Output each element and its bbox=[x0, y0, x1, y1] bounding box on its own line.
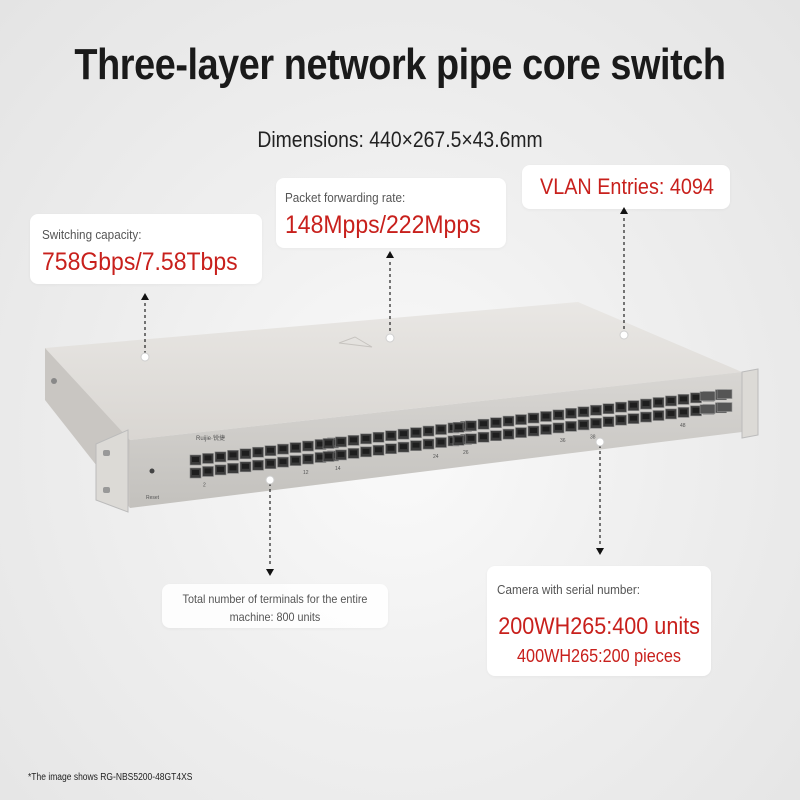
vlan-card: VLAN Entries: 4094 bbox=[522, 165, 730, 209]
forwarding-rate-card: Packet forwarding rate: 148Mpps/222Mpps bbox=[276, 178, 506, 248]
brand-logo: Ruijie·锐捷 bbox=[196, 434, 225, 442]
terminals-line1: Total number of terminals for the entire bbox=[182, 592, 368, 606]
reset-button bbox=[149, 468, 155, 474]
port-number-label: 48 bbox=[680, 423, 686, 429]
rack-ear-right bbox=[741, 368, 759, 439]
chassis-top bbox=[45, 302, 742, 440]
port-number-label: 2 bbox=[203, 482, 206, 488]
port-number-label: 14 bbox=[335, 466, 341, 472]
switching-capacity-value: 758Gbps/7.58Tbps bbox=[42, 248, 238, 276]
switching-capacity-card: Switching capacity: 758Gbps/7.58Tbps bbox=[30, 214, 262, 284]
port-block: 2 12 14 24 26 36 38 48 bbox=[189, 389, 733, 488]
sfp-port bbox=[699, 404, 716, 414]
rack-ear-left bbox=[95, 429, 129, 513]
port-number-label: 12 bbox=[303, 470, 309, 476]
dimensions-text: Dimensions: 440×267.5×43.6mm bbox=[257, 127, 543, 152]
forwarding-rate-label: Packet forwarding rate: bbox=[285, 190, 406, 205]
camera-card: Camera with serial number: 200WH265:400 … bbox=[487, 566, 711, 676]
terminals-card: Total number of terminals for the entire… bbox=[162, 584, 388, 628]
port-number-label: 26 bbox=[463, 450, 469, 456]
camera-label: Camera with serial number: bbox=[497, 582, 641, 597]
sfp-port bbox=[716, 389, 733, 399]
camera-line1: 200WH265:400 units bbox=[498, 613, 700, 640]
port-number-label: 36 bbox=[560, 438, 566, 444]
reset-label: Reset bbox=[146, 495, 160, 501]
sfp-port bbox=[699, 391, 716, 401]
vlan-entries-value: VLAN Entries: 4094 bbox=[540, 174, 714, 199]
camera-line2: 400WH265:200 pieces bbox=[517, 646, 681, 666]
switching-capacity-label: Switching capacity: bbox=[42, 227, 142, 242]
terminals-line2: machine: 800 units bbox=[229, 610, 321, 624]
footnote: *The image shows RG-NBS5200-48GT4XS bbox=[28, 772, 193, 783]
forwarding-rate-value: 148Mpps/222Mpps bbox=[285, 211, 481, 239]
sfp-port bbox=[716, 402, 733, 412]
port-number-label: 24 bbox=[433, 454, 439, 460]
port-number-label: 38 bbox=[590, 434, 596, 440]
page-title: Three-layer network pipe core switch bbox=[74, 40, 726, 89]
